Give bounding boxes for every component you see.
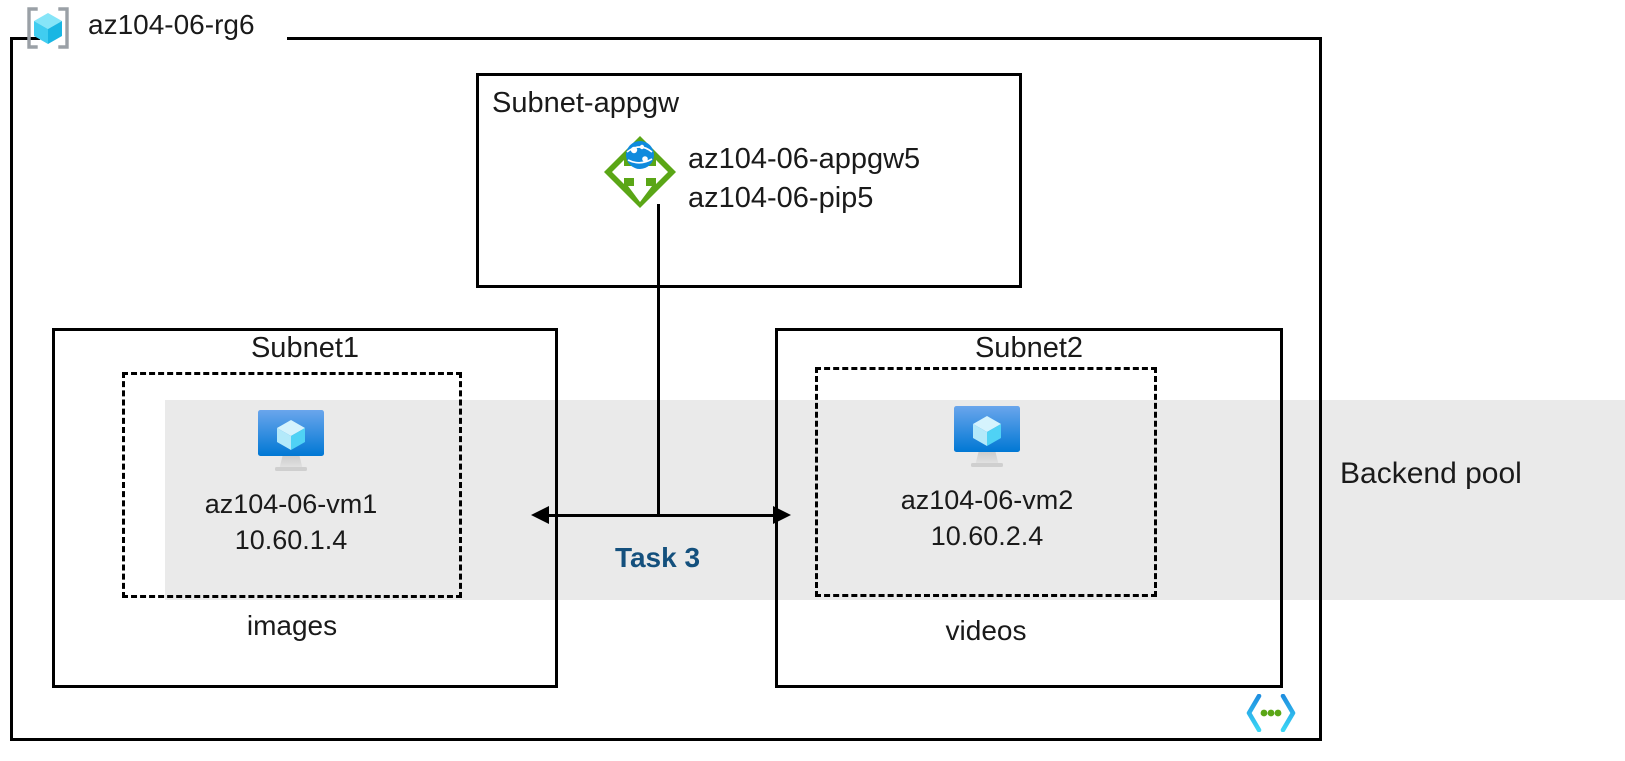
vm2-block: az104-06-vm2 10.60.2.4 (858, 400, 1116, 554)
subnet2-caption: videos (945, 615, 1027, 646)
gateway-connector-line (657, 204, 660, 515)
application-gateway-labels: az104-06-appgw5 az104-06-pip5 (688, 140, 920, 218)
subnet1-title: Subnet1 (250, 332, 360, 364)
subnet1-box (52, 328, 558, 688)
resource-group-cube-icon (27, 7, 69, 49)
connector-arrow-left (531, 506, 549, 524)
backend-pool-band (165, 400, 1625, 600)
virtual-machine-icon (258, 410, 324, 471)
resource-group-border-right (1319, 37, 1322, 741)
subnet-appgw-title: Subnet-appgw (492, 87, 680, 119)
subnet2-title: Subnet2 (974, 332, 1084, 364)
subnet-connector-line (540, 514, 775, 517)
subnet1-caption: images (246, 610, 338, 641)
task-3-label: Task 3 (614, 542, 701, 573)
resource-group-border-top-right (287, 37, 1322, 40)
vm2-ip: 10.60.2.4 (930, 521, 1044, 551)
resource-group-border-left (10, 37, 13, 741)
subnet1-dashed-group (122, 372, 462, 598)
connector-arrow-right (773, 506, 791, 524)
vm1-name: az104-06-vm1 (204, 489, 378, 519)
application-gateway-icon (604, 136, 676, 208)
vm2-name: az104-06-vm2 (900, 485, 1074, 515)
subnet2-dashed-group (815, 367, 1157, 597)
virtual-network-icon (1246, 694, 1296, 732)
resource-group-border-bottom (10, 738, 1322, 741)
virtual-machine-icon (954, 406, 1020, 467)
resource-group-name: az104-06-rg6 (88, 9, 255, 40)
vm1-ip: 10.60.1.4 (234, 525, 348, 555)
appgw-public-ip: az104-06-pip5 (688, 182, 874, 214)
appgw-name: az104-06-appgw5 (688, 143, 921, 175)
vm1-block: az104-06-vm1 10.60.1.4 (162, 404, 420, 558)
backend-pool-label: Backend pool (1340, 457, 1522, 490)
subnet-appgw-box (476, 73, 1022, 288)
resource-group-border-top-left (10, 37, 40, 40)
